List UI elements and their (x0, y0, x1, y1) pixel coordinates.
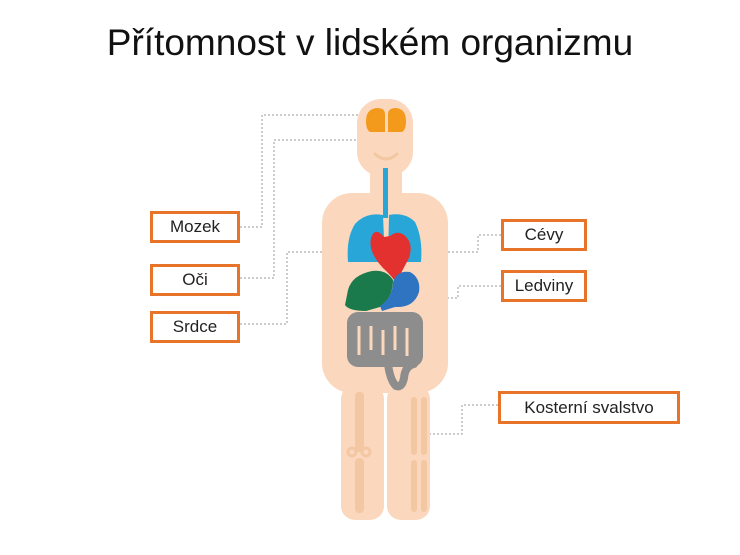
left-arm (322, 215, 346, 370)
right-femur (411, 397, 417, 455)
trachea (383, 168, 388, 218)
smile-icon (373, 152, 399, 161)
label-eyes: Oči (150, 264, 240, 296)
label-skeleton: Kosterní svalstvo (498, 391, 680, 424)
label-brain: Mozek (150, 211, 240, 243)
head (357, 99, 413, 176)
heart-icon (370, 231, 411, 283)
label-vessels: Cévy (501, 219, 587, 251)
bones (355, 392, 427, 513)
right-femur-2 (421, 397, 427, 455)
left-knee-2 (360, 446, 372, 458)
connector-eyes (240, 139, 365, 279)
connector-vessels (420, 234, 501, 253)
left-shin-bone (355, 458, 364, 513)
intestines-icon (347, 312, 423, 391)
knee-joints (346, 446, 372, 458)
right-shin-bone-2 (421, 460, 427, 512)
left-knee (346, 446, 358, 458)
right-shin-bone (411, 460, 417, 512)
right-arm (424, 215, 448, 370)
right-leg (387, 385, 430, 520)
diagram-title: Přítomnost v lidském organizmu (106, 22, 634, 63)
connector-kidneys (418, 285, 501, 299)
label-kidneys: Ledviny (501, 270, 587, 302)
connector-skeleton (428, 404, 498, 435)
connector-brain (240, 114, 362, 228)
brain-icon (366, 108, 406, 132)
left-femur (355, 392, 364, 452)
liver-icon (345, 270, 393, 311)
label-heart: Srdce (150, 311, 240, 343)
stomach-icon (380, 271, 420, 311)
